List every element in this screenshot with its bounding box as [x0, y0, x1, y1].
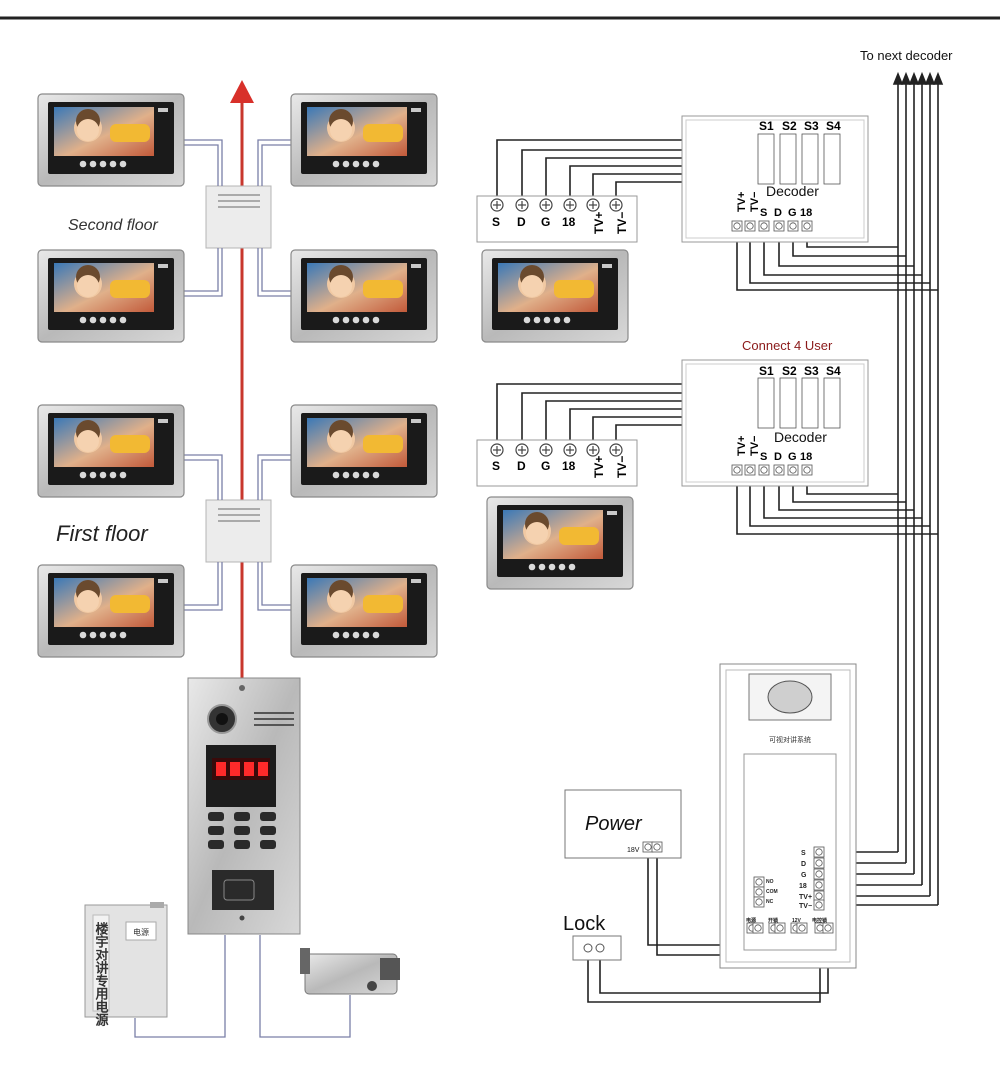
decoder-lower-in-g: G	[788, 451, 797, 463]
decoder-lower-in-18: 18	[800, 451, 812, 463]
lock-label: Lock	[563, 913, 606, 935]
junction-box-first-floor	[205, 499, 272, 563]
terminal-lower-tvminus: TV−	[615, 456, 629, 478]
decoder-upper-in-tvplus: TV+	[736, 192, 748, 212]
power-voltage-label: 18V	[627, 847, 640, 854]
terminal-lower-g: G	[541, 459, 550, 473]
power-supply-unit: 楼宇对讲专用电源 电源	[84, 902, 168, 1027]
decoder-upper-in-g: G	[788, 207, 797, 219]
first-floor-label: First floor	[56, 521, 149, 546]
decoder-lower-s4: S4	[826, 364, 841, 378]
terminal-lower-s: S	[492, 459, 500, 473]
decoder-upper-in-d: D	[774, 207, 782, 219]
terminal-upper-g: G	[541, 215, 550, 229]
decoder-upper-in-18: 18	[800, 207, 812, 219]
panel-bottom-unlock: 开锁	[768, 917, 778, 924]
power-supply-badge: 电源	[133, 927, 149, 937]
panel-terminal-g: G	[801, 872, 807, 879]
panel-bottom-12v: 12V	[792, 918, 802, 924]
terminal-upper-tvminus: TV−	[615, 212, 629, 234]
riser-cable	[230, 80, 254, 678]
second-floor-label: Second floor	[68, 217, 159, 234]
decoder-lower-in-d: D	[774, 451, 782, 463]
to-next-decoder-label: To next decoder	[860, 48, 953, 63]
monitor-second-floor-3	[37, 249, 185, 343]
monitor-second-floor-1	[37, 93, 185, 187]
monitor-first-floor-4	[290, 564, 438, 658]
decoder-upper-in-tvminus: TV−	[749, 192, 761, 212]
decoder-lower-s1: S1	[759, 364, 774, 378]
relay-nc: NC	[766, 899, 774, 905]
decoder-lower-in-s: S	[760, 451, 767, 463]
relay-com: COM	[766, 889, 778, 895]
power-supply-text: 楼宇对讲专用电源	[94, 921, 110, 1027]
user-terminal-block-upper: S D G 18 TV+ TV−	[476, 195, 638, 243]
terminal-lower-18: 18	[562, 459, 576, 473]
outdoor-panel-schematic: 可视对讲系统 S D G 18 TV+ TV− NO COM NC 电源 开锁 …	[719, 663, 857, 969]
monitor-wires	[134, 139, 351, 1038]
outdoor-panel-title: 可视对讲系统	[769, 735, 811, 744]
monitor-user-upper	[481, 249, 629, 343]
terminal-upper-s: S	[492, 215, 500, 229]
relay-no: NO	[766, 879, 774, 885]
monitor-second-floor-2	[290, 93, 438, 187]
decoder-lower-s2: S2	[782, 364, 797, 378]
terminal-upper-tvplus: TV+	[592, 212, 606, 234]
monitor-first-floor-3	[37, 564, 185, 658]
decoder-upper-s1: S1	[759, 119, 774, 133]
decoder-upper-in-s: S	[760, 207, 767, 219]
user-terminal-block-lower: S D G 18 TV+ TV−	[476, 439, 638, 487]
electric-lock	[300, 948, 400, 995]
panel-terminal-tvplus: TV+	[799, 894, 812, 901]
decoder-upper-s2: S2	[782, 119, 797, 133]
terminal-upper-d: D	[517, 215, 526, 229]
decoder-lower: S1 S2 S3 S4 Decoder TV+ TV− S D G 18	[681, 359, 869, 487]
panel-bottom-power: 电源	[746, 917, 756, 924]
decoder-lower-in-tvminus: TV−	[749, 436, 761, 456]
monitor-user-lower	[486, 496, 634, 590]
power-box: Power 18V	[564, 789, 682, 859]
panel-terminal-18: 18	[799, 883, 807, 890]
junction-box-second-floor	[205, 185, 272, 249]
monitor-second-floor-4	[290, 249, 438, 343]
decoder-lower-in-tvplus: TV+	[736, 436, 748, 456]
terminal-lower-d: D	[517, 459, 526, 473]
decoder-upper-s3: S3	[804, 119, 819, 133]
power-label: Power	[585, 813, 643, 835]
monitor-first-floor-2	[290, 404, 438, 498]
panel-terminal-s: S	[801, 850, 806, 857]
terminal-lower-tvplus: TV+	[592, 456, 606, 478]
terminal-upper-18: 18	[562, 215, 576, 229]
decoder-upper-title: Decoder	[766, 183, 819, 199]
panel-terminal-tvminus: TV−	[799, 903, 812, 910]
monitor-first-floor-1	[37, 404, 185, 498]
lock-device	[572, 935, 622, 961]
decoder-lower-title: Decoder	[774, 429, 827, 445]
outdoor-station-panel	[187, 677, 301, 935]
panel-bottom-lock: 电控锁	[812, 917, 827, 924]
decoder-lower-s3: S3	[804, 364, 819, 378]
panel-terminal-d: D	[801, 861, 806, 868]
decoder-upper: S1 S2 S3 S4 Decoder TV+ TV− S D G 18	[681, 115, 869, 243]
connect-4-user-label: Connect 4 User	[742, 338, 833, 353]
decoder-upper-s4: S4	[826, 119, 841, 133]
